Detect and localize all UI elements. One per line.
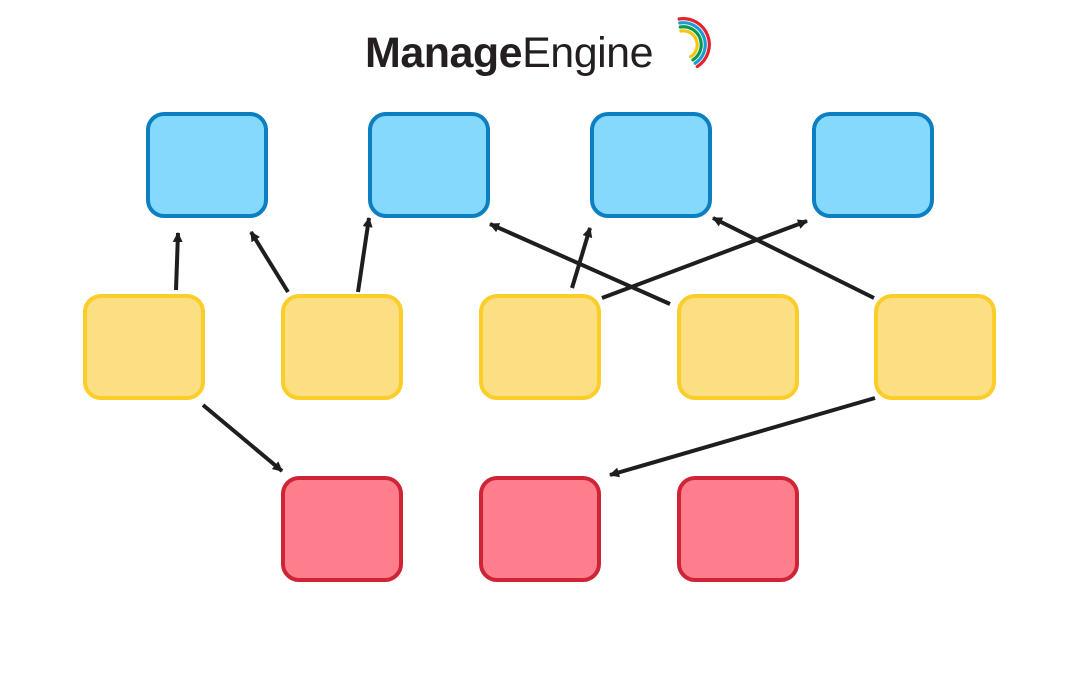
node-mid-1 — [83, 294, 205, 400]
arrow-mid-1-to-bottom-1 — [201, 403, 284, 473]
manageengine-logo: ManageEngine — [365, 17, 711, 77]
arrow-mid-3-to-top-4 — [601, 219, 808, 300]
node-mid-2 — [281, 294, 403, 400]
node-top-1 — [146, 112, 268, 218]
logo-arc — [678, 21, 707, 65]
logo-arc — [677, 17, 711, 69]
node-top-2 — [368, 112, 490, 218]
node-top-4 — [812, 112, 934, 218]
logo-wordmark: ManageEngine — [365, 29, 653, 77]
logo-arc — [678, 25, 703, 62]
nodes-layer — [83, 112, 996, 582]
node-mid-5 — [874, 294, 996, 400]
logo-text-engine: Engine — [522, 29, 653, 77]
arrow-mid-3-to-top-3 — [570, 227, 593, 289]
logo-arc — [679, 29, 699, 59]
arrow-mid-1-to-top-1 — [172, 232, 183, 291]
node-mid-4 — [677, 294, 799, 400]
node-bottom-2 — [479, 476, 601, 582]
node-bottom-1 — [281, 476, 403, 582]
node-mid-3 — [479, 294, 601, 400]
arrow-mid-2-to-top-2 — [356, 217, 373, 293]
arrow-mid-2-to-top-1 — [249, 230, 290, 294]
arrow-mid-5-to-top-3 — [712, 216, 875, 300]
logo-text-manage: Manage — [365, 29, 522, 77]
node-bottom-3 — [677, 476, 799, 582]
logo-swoosh-icon — [677, 17, 711, 69]
arrows-layer — [172, 216, 876, 478]
node-top-3 — [590, 112, 712, 218]
arrow-mid-5-to-bottom-2 — [609, 396, 876, 478]
